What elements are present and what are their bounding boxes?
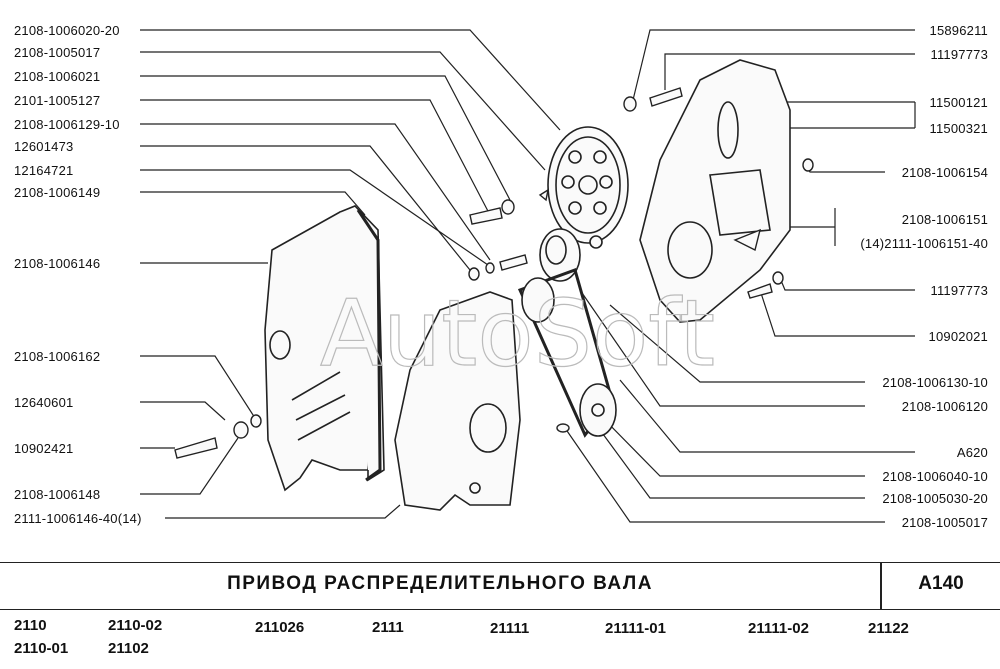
part-label-right: 11197773 [930,47,988,62]
part-label-left: 2108-1005017 [14,45,101,60]
part-label-right: 2108-1006130-10 [882,375,988,390]
part-label-left: 2108-1006149 [14,185,101,200]
model-code: 2110-01 [14,640,69,657]
model-code: 21111-01 [605,620,666,637]
page-title: ПРИВОД РАСПРЕДЕЛИТЕЛЬНОГО ВАЛА [227,573,653,594]
section-code: A140 [918,573,964,594]
part-label-left: 12164721 [14,163,74,178]
part-label-right: 2108-1006154 [901,165,988,180]
exploded-view-drawing: AutoSoft [140,29,916,523]
part-label-left: 12601473 [14,139,74,154]
part-label-right: 11500121 [929,95,988,110]
part-label-left: 2108-1006146 [14,256,101,271]
part-label-right: 2108-1005017 [901,515,988,530]
part-label-left: 2108-1006129-10 [14,117,120,132]
part-label-right: (14)2111-1006151-40 [860,236,988,251]
model-code: 2110-02 [108,617,163,634]
part-label-left: 12640601 [14,395,74,410]
model-code: 21111-02 [748,620,809,637]
part-label-right: 11500321 [929,121,988,136]
watermark-text: AutoSoft [320,280,715,387]
part-label-right: 15896211 [929,23,988,38]
part-label-left: 2108-1006148 [14,487,101,502]
part-label-right: 2108-1006120 [901,399,988,414]
part-label-right: 2108-1005030-20 [882,491,988,506]
model-code: 2110 [14,617,47,634]
model-code: 2111 [372,619,404,636]
part-label-left: 2108-1006020-20 [14,23,120,38]
part-label-left: 2111-1006146-40(14) [14,511,142,526]
title-bar: ПРИВОД РАСПРЕДЕЛИТЕЛЬНОГО ВАЛА A140 [0,562,1000,610]
title-divider [880,563,882,609]
model-code: 21111 [490,620,530,637]
part-label-left: 2108-1006162 [14,349,101,364]
part-label-left: 2101-1005127 [14,93,101,108]
model-code: 21122 [868,620,909,637]
part-label-right: 2108-1006040-10 [882,469,988,484]
part-label-right: 10902021 [928,329,988,344]
part-label-left: 2108-1006021 [14,69,101,84]
model-code: 211026 [255,619,305,636]
part-label-left: 10902421 [14,441,74,456]
part-label-right: A620 [956,445,988,460]
model-code: 21102 [108,640,149,657]
parts-diagram: AutoSoft 2108-1006020-20 2108-1005017 21… [14,23,988,530]
part-label-right: 11197773 [930,283,988,298]
part-label-right: 2108-1006151 [901,212,988,227]
